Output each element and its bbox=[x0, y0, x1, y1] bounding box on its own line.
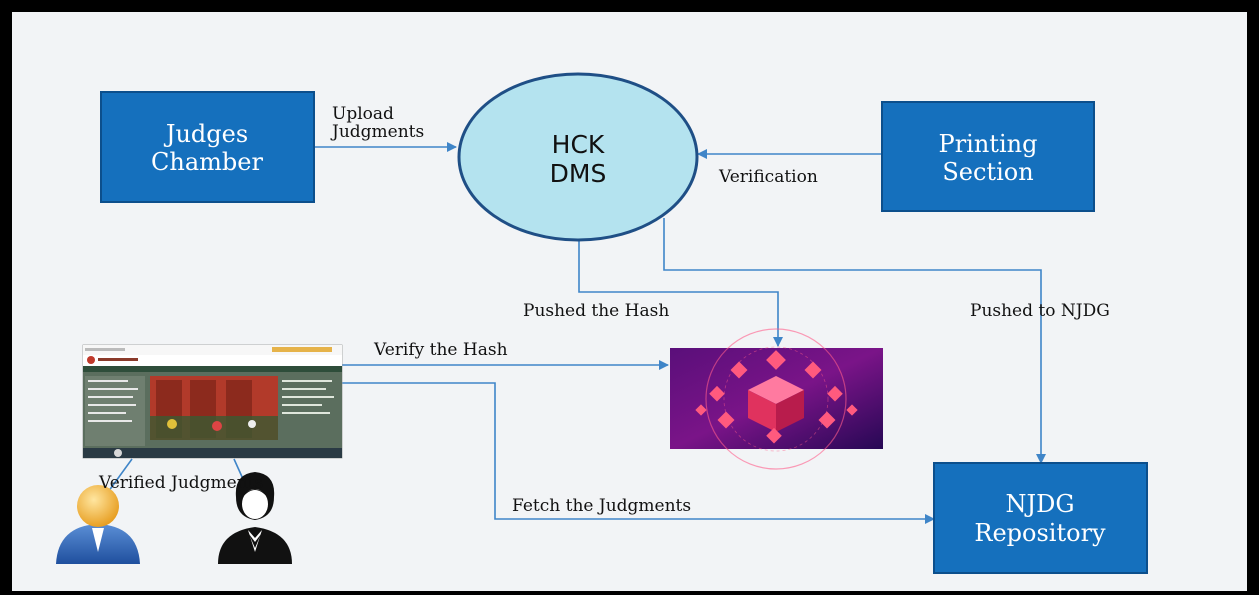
edge-pushed-the-hash bbox=[578, 240, 783, 347]
judges-chamber-line1: Judges bbox=[163, 120, 248, 148]
blockchain-cubes-icon bbox=[670, 328, 883, 470]
edge-fetch-the-judgments bbox=[342, 382, 935, 524]
njdg-repository-line1: NJDG bbox=[1005, 490, 1074, 518]
judges-chamber-line2: Chamber bbox=[151, 148, 263, 176]
printing-section-line2: Section bbox=[942, 158, 1033, 186]
lawyer-silhouette-icon bbox=[218, 472, 292, 564]
hck-dms-line1: HCK bbox=[552, 130, 605, 159]
node-njdg-repository: NJDG Repository bbox=[933, 462, 1148, 574]
label-verify-the-hash: Verify the Hash bbox=[373, 340, 508, 360]
edge-pushed-to-njdg bbox=[663, 218, 1046, 464]
label-pushed-to-njdg: Pushed to NJDG bbox=[970, 301, 1110, 321]
node-printing-section: Printing Section bbox=[881, 101, 1095, 212]
website-screenshot-icon bbox=[82, 344, 343, 459]
node-hck-dms: HCK DMS bbox=[457, 72, 699, 242]
label-verification: Verification bbox=[718, 167, 818, 187]
hck-dms-line2: DMS bbox=[550, 159, 607, 188]
label-pushed-the-hash: Pushed the Hash bbox=[523, 301, 669, 321]
label-upload-line2: Judgments bbox=[330, 122, 424, 142]
node-judges-chamber: Judges Chamber bbox=[100, 91, 315, 203]
njdg-repository-line2: Repository bbox=[974, 519, 1106, 547]
flow-diagram: Judges Chamber HCK DMS Printing Section … bbox=[56, 72, 1148, 574]
user-avatar-icon bbox=[56, 485, 140, 564]
label-verified-judgments: Verified Judgments bbox=[98, 473, 263, 493]
printing-section-line1: Printing bbox=[939, 130, 1038, 158]
label-upload-line1: Upload bbox=[332, 104, 394, 124]
label-fetch-the-judgments: Fetch the Judgments bbox=[512, 496, 691, 516]
